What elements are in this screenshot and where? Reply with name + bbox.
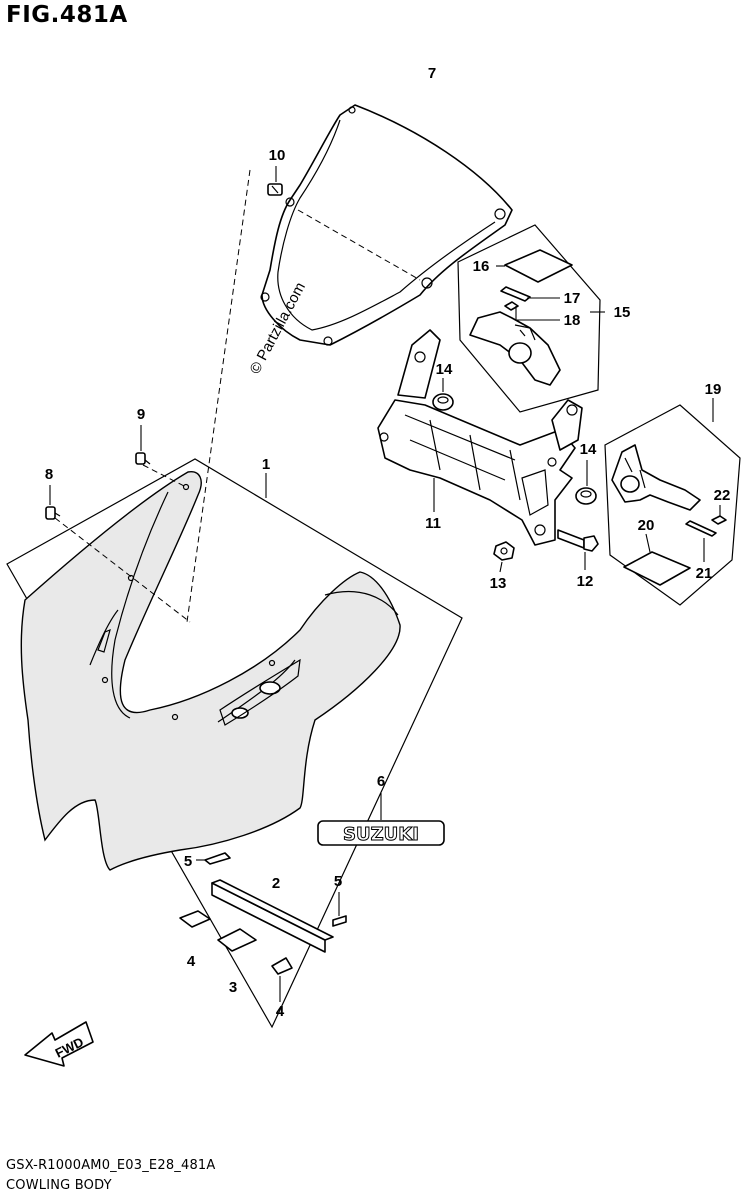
seal-22[interactable] <box>711 515 727 525</box>
screw-8[interactable] <box>45 506 61 520</box>
callout-17: 17 <box>564 290 581 307</box>
cowling-bracket[interactable] <box>377 329 583 546</box>
seal-5-right[interactable] <box>332 915 347 927</box>
cowling-group-frame <box>6 458 463 1029</box>
callout-18: 18 <box>564 312 581 329</box>
bracket-assembly-frame-19 <box>604 404 741 606</box>
screw-10[interactable] <box>267 183 283 196</box>
pad-20[interactable] <box>623 551 691 586</box>
cowling-body[interactable] <box>20 471 401 871</box>
screw-9[interactable] <box>135 452 151 465</box>
grommet-14-right[interactable] <box>575 487 597 505</box>
pad-4-upper[interactable] <box>179 910 211 928</box>
callout-5a: 5 <box>184 853 192 870</box>
figure-title: FIG.481A <box>6 2 128 28</box>
pad-4-lower[interactable] <box>271 957 293 975</box>
callout-7: 7 <box>428 65 436 82</box>
callout-19: 19 <box>705 381 722 398</box>
suzuki-emblem[interactable]: SUZUKI <box>317 820 445 846</box>
strip-17[interactable] <box>500 286 531 302</box>
nut-13[interactable] <box>493 541 515 561</box>
bracket-arm-15[interactable] <box>469 311 561 386</box>
callout-22: 22 <box>714 487 731 504</box>
callout-2: 2 <box>272 875 280 892</box>
windscreen[interactable] <box>260 104 513 346</box>
figure-code: GSX-R1000AM0_E03_E28_481A <box>6 1158 216 1173</box>
callout-15: 15 <box>614 304 631 321</box>
callout-12: 12 <box>577 573 594 590</box>
callout-14b: 14 <box>580 441 597 458</box>
callout-6: 6 <box>377 773 385 790</box>
callout-10: 10 <box>269 147 286 164</box>
strip-21[interactable] <box>685 520 717 537</box>
callout-13: 13 <box>490 575 507 592</box>
pad-3[interactable] <box>217 928 257 952</box>
callout-11: 11 <box>425 515 441 532</box>
bracket-assembly-frame-15 <box>457 224 601 413</box>
bracket-arm-19[interactable] <box>611 444 701 511</box>
fwd-arrow-icon: FWD <box>24 1021 94 1067</box>
pad-16[interactable] <box>504 249 573 283</box>
callout-1: 1 <box>262 456 270 473</box>
figure-name: COWLING BODY <box>6 1178 112 1193</box>
callout-8: 8 <box>45 466 53 483</box>
bolt-12[interactable] <box>557 529 599 552</box>
callout-3: 3 <box>229 979 237 996</box>
callout-14a: 14 <box>436 361 453 378</box>
callout-9: 9 <box>137 406 145 423</box>
cushion-strip-2[interactable] <box>211 879 334 953</box>
callout-20: 20 <box>638 517 655 534</box>
seal-18[interactable] <box>504 301 519 311</box>
seal-5-left[interactable] <box>204 852 231 865</box>
callout-5b: 5 <box>334 873 342 890</box>
callout-16: 16 <box>473 258 490 275</box>
emblem-text: SUZUKI <box>343 824 419 845</box>
grommet-14-left[interactable] <box>432 393 454 411</box>
callout-4b: 4 <box>276 1003 285 1020</box>
callout-21: 21 <box>696 565 713 582</box>
callout-4a: 4 <box>187 953 196 970</box>
